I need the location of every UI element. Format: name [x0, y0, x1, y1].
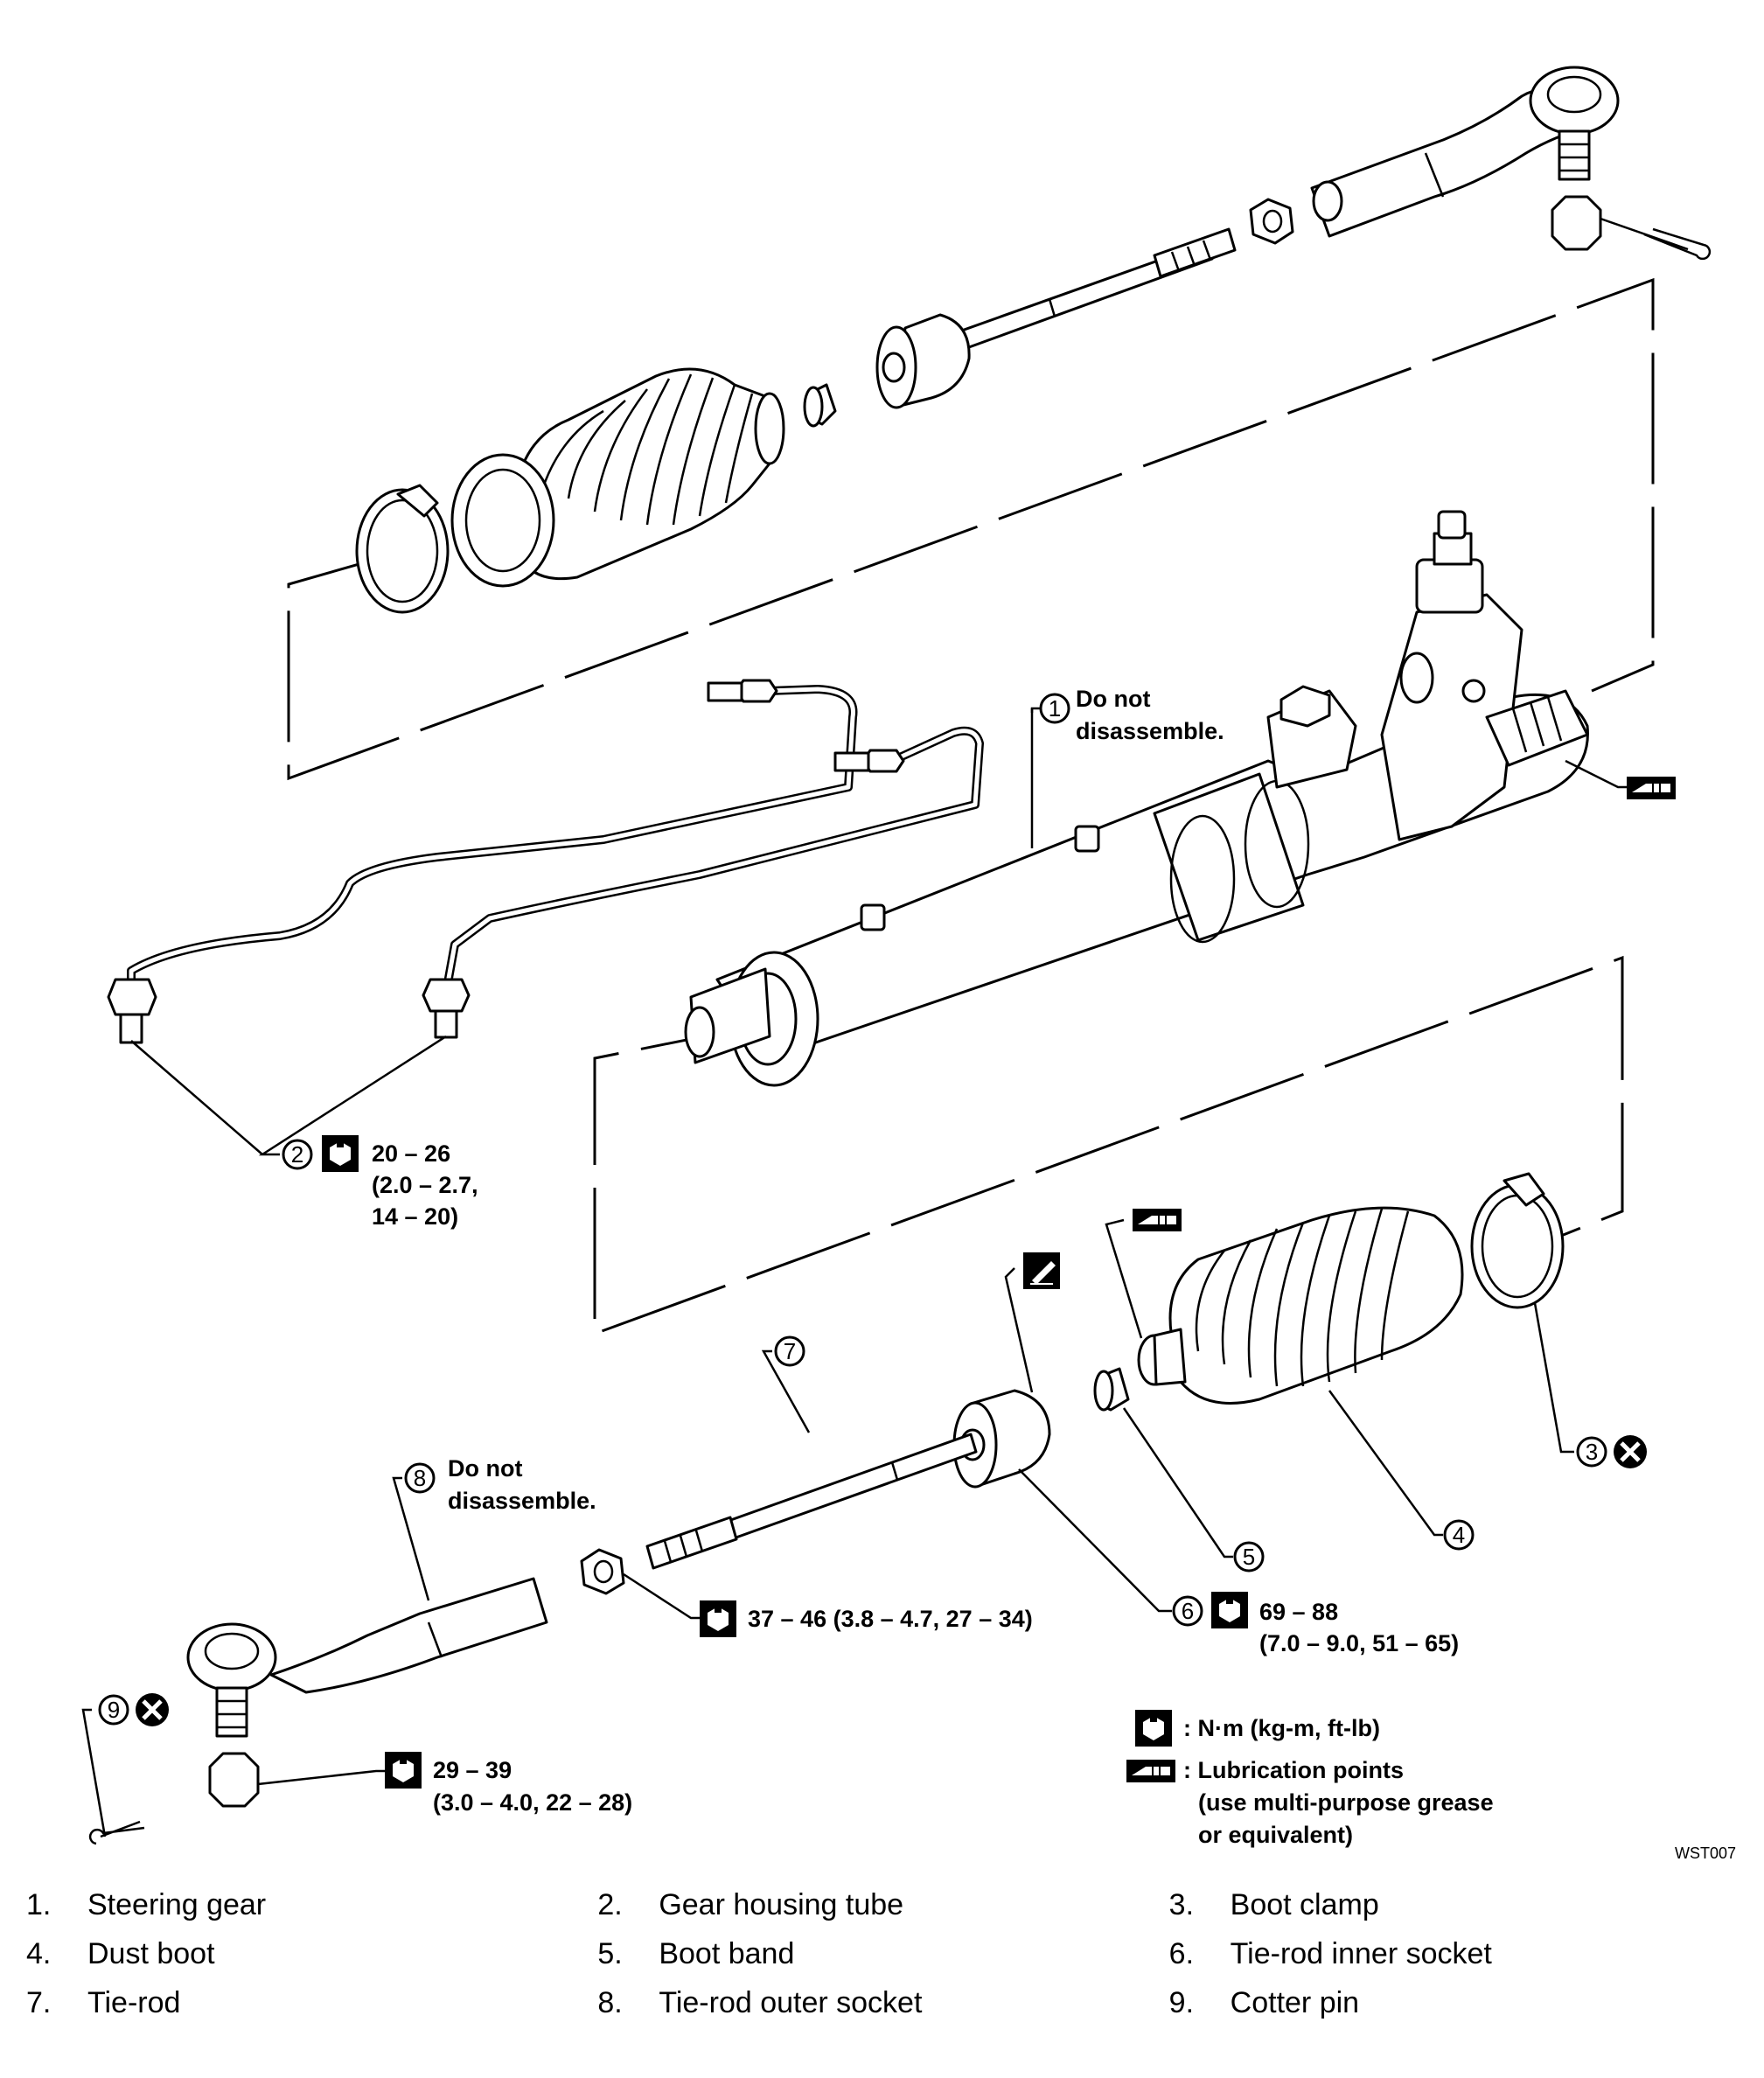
tube-flare-nut-left: [107, 978, 157, 1016]
parts-legend-name: Tie-rod inner socket: [1230, 1936, 1492, 1970]
parts-legend-item: 7. Tie-rod: [26, 1986, 597, 2020]
lower-cotter-pin: [88, 1820, 145, 1845]
parts-legend-number: 6.: [1168, 1936, 1195, 1970]
parts-legend-row: 4. Dust boot 5. Boot band 6. Tie-rod inner …: [26, 1929, 1740, 1978]
wrench-icon-callout-6: [1211, 1592, 1248, 1628]
parts-legend-name: Cotter pin: [1230, 1985, 1360, 2019]
wrench-icon-castle-nut: [385, 1752, 422, 1789]
parts-legend-item: 9. Cotter pin: [1169, 1986, 1740, 2020]
rack-end-left: [684, 1006, 715, 1058]
parts-legend-name: Gear housing tube: [659, 1887, 904, 1921]
gear-port-b: [860, 903, 886, 931]
upper-castle-nut: [1551, 195, 1602, 251]
castle-nut-torque-line1: 29 – 39: [433, 1757, 512, 1783]
callout-1-note-line2: disassemble.: [1076, 718, 1224, 744]
parts-legend-number: 3.: [1168, 1887, 1195, 1921]
lower-jam-nut: [580, 1548, 625, 1595]
parts-legend-name: Boot band: [659, 1936, 795, 1970]
parts-legend-number: 1.: [26, 1887, 52, 1921]
callout-7-number: 7: [784, 1338, 796, 1364]
parts-legend-number: 5.: [597, 1936, 623, 1970]
callout-6-number: 6: [1182, 1598, 1194, 1624]
callout-9-number: 9: [108, 1697, 120, 1723]
parts-legend-item: 8. Tie-rod outer socket: [597, 1986, 1168, 2020]
callout-4-number: 4: [1453, 1522, 1465, 1548]
parts-legend-number: 8.: [597, 1985, 623, 2019]
parts-legend-number: 7.: [26, 1985, 52, 2019]
parts-legend-item: 3. Boot clamp: [1169, 1888, 1740, 1922]
parts-legend-item: 6. Tie-rod inner socket: [1169, 1937, 1740, 1971]
parts-legend-row: 1. Steering gear 2. Gear housing tube 3. Bo…: [26, 1880, 1740, 1929]
parts-legend-row: 7. Tie-rod 8. Tie-rod outer socket 9. Cotte…: [26, 1978, 1740, 2027]
parts-legend-item: 5. Boot band: [597, 1937, 1168, 1971]
key-lube-line2: (use multi-purpose grease: [1198, 1789, 1494, 1816]
steering-gear-exploded-diagram: 1 Do not disassemble. 2 20 – 26 (2.0 – 2…: [81, 66, 1736, 1862]
lower-castle-nut: [208, 1752, 260, 1808]
callout-8-note-line1: Do not: [448, 1455, 522, 1482]
wrench-icon-key: [1135, 1710, 1172, 1747]
dust-boot-upper: [514, 367, 777, 581]
callout-1-note-line1: Do not: [1076, 686, 1150, 712]
upper-tie-rod-assembly: [355, 66, 1712, 614]
lower-tie-rod-assembly: [88, 1172, 1565, 1845]
parts-legend-number: 2.: [597, 1887, 623, 1921]
tube-flare-nut-right: [422, 978, 471, 1013]
lube-icon-lower-boot: [1132, 1208, 1182, 1232]
key-torque-unit: : N·m (kg-m, ft-lb): [1183, 1715, 1380, 1741]
leader-lines: [81, 707, 1627, 1837]
lube-icon-key: [1126, 1759, 1176, 1783]
dust-boot-lower: [1168, 1206, 1464, 1405]
key-lube-line1: : Lubrication points: [1183, 1757, 1404, 1783]
callout-2-torque-line2: (2.0 – 2.7,: [372, 1172, 478, 1198]
boot-clamp-upper: [355, 488, 450, 614]
wrench-icon-jam-nut: [700, 1600, 736, 1637]
parts-legend-name: Tie-rod outer socket: [659, 1985, 923, 2019]
do-not-reuse-icon-3: [1614, 1435, 1647, 1468]
callout-6-torque-line2: (7.0 – 9.0, 51 – 65): [1259, 1630, 1459, 1656]
steering-gear: [684, 510, 1589, 1087]
parts-legend: 1. Steering gear 2. Gear housing tube 3. Bo…: [26, 1880, 1740, 2027]
assembly-line-upper: [287, 277, 1655, 781]
upper-jam-nut: [1249, 198, 1294, 245]
callout-8-note-line2: disassemble.: [448, 1488, 596, 1514]
callout-6-torque-line1: 69 – 88: [1259, 1599, 1338, 1625]
upper-washer: [1312, 180, 1343, 222]
lube-icon-gear-end: [1626, 776, 1677, 800]
do-not-reuse-icon-9: [136, 1693, 169, 1726]
parts-legend-name: Dust boot: [87, 1936, 215, 1970]
callout-1-number: 1: [1049, 695, 1061, 722]
wrench-icon-callout-2: [322, 1135, 359, 1172]
jam-nut-torque: 37 – 46 (3.8 – 4.7, 27 – 34): [748, 1606, 1033, 1632]
boot-clamp-lower: [1470, 1183, 1565, 1309]
callout-3-number: 3: [1586, 1439, 1598, 1465]
upper-cotter-pin: [1643, 227, 1712, 261]
callout-2-torque-line3: 14 – 20): [372, 1203, 458, 1230]
castle-nut-torque-line2: (3.0 – 4.0, 22 – 28): [433, 1789, 632, 1816]
dust-boot-upper-mouth: [450, 453, 555, 588]
figure-code: WST007: [1675, 1844, 1736, 1862]
parts-legend-item: 4. Dust boot: [26, 1937, 597, 1971]
gear-housing-tube: [107, 679, 984, 1044]
callout-2-torque-line1: 20 – 26: [372, 1140, 450, 1167]
parts-legend-name: Steering gear: [87, 1887, 267, 1921]
callout-5-number: 5: [1243, 1544, 1255, 1570]
tie-rod-outer-socket-lower: [269, 1577, 548, 1694]
parts-legend-name: Boot clamp: [1230, 1887, 1379, 1921]
parts-legend-name: Tie-rod: [87, 1985, 181, 2019]
parts-legend-item: 2. Gear housing tube: [597, 1888, 1168, 1922]
parts-legend-item: 1. Steering gear: [26, 1888, 597, 1922]
tie-rod-lower: [724, 1433, 978, 1541]
callout-8-number: 8: [414, 1465, 426, 1491]
parts-legend-number: 4.: [26, 1936, 52, 1970]
assembly-line-lower: [593, 955, 1624, 1336]
callout-2-number: 2: [291, 1141, 303, 1168]
key-lube-line3: or equivalent): [1198, 1822, 1353, 1848]
apply-sealant-icon: [1023, 1252, 1060, 1289]
gear-port-a: [1074, 825, 1100, 853]
parts-legend-number: 9.: [1168, 1985, 1195, 2019]
